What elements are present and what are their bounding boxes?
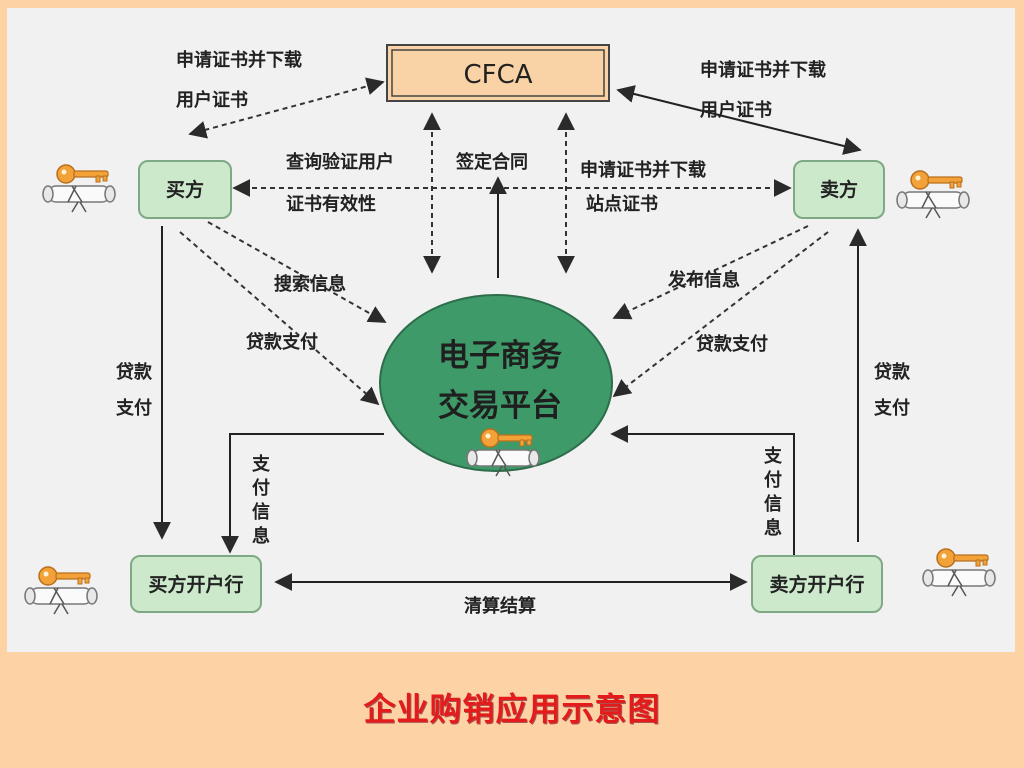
pay-info-right-char: 信 [764,493,782,515]
seller-bank-key-certificate-icon [922,548,996,597]
left-loan-pay-label-line2: 支付 [115,397,152,419]
verify-label-line2: 证书有效性 [286,193,376,215]
buyer-bank-node: 买方开户行 [130,555,262,613]
verify-label-line1: 查询验证用户 [286,151,394,173]
platform-label-line1: 电子商务 [438,338,562,374]
seller-loan-pay-arrow [612,231,829,398]
publish-info-label: 发布信息 [667,269,740,291]
platform-node: 电子商务 交易平台 [379,294,613,472]
seller-cert-label-line2: 用户证书 [700,99,772,121]
seller-bank-label: 卖方开户行 [769,573,864,596]
buyer-loan-pay-arrow [179,231,380,406]
cfca-seller-arrow [616,85,862,155]
page-title: 企业购销应用示意图 [363,690,661,728]
platform-label-line2: 交易平台 [438,388,562,424]
seller-loan-pay-label: 贷款支付 [696,333,768,355]
cfca-buyer-arrow [188,77,385,139]
pay-info-right-char: 支 [763,445,783,467]
seller-node: 卖方 [793,160,885,219]
pay-info-left-char: 信 [252,501,270,523]
buyer-bank-label: 买方开户行 [148,573,243,596]
cfca-label: CFCA [463,60,532,90]
pay-info-left-char: 支 [251,453,271,475]
buyer-node: 买方 [138,160,232,219]
left-loan-pay-label-line1: 贷款 [116,361,153,383]
pay-info-left-char: 息 [252,525,270,547]
pay-info-left-char: 付 [252,477,270,499]
seller-label: 卖方 [820,178,858,201]
seller-bank-node: 卖方开户行 [751,555,883,613]
cfca-node: CFCA [386,44,610,102]
clearing-label: 清算结算 [464,595,536,617]
buyer-bank-key-certificate-icon [24,566,98,615]
site-cert-label-line1: 申请证书并下载 [580,159,706,181]
buyer-key-certificate-icon [42,164,116,213]
buyer-label: 买方 [166,178,204,201]
seller-cert-label-line1: 申请证书并下载 [700,59,826,81]
right-loan-pay-label-line2: 支付 [873,397,910,419]
right-loan-pay-label-line1: 贷款 [874,361,911,383]
search-info-label: 搜索信息 [274,273,346,295]
seller-key-certificate-icon [896,170,970,219]
buyer-loan-pay-label: 贷款支付 [246,331,318,353]
pay-info-right-arrow [610,425,795,560]
pay-info-left-arrow [221,433,384,554]
buyer-cert-label-line2: 用户证书 [176,89,248,111]
site-cert-label-line2: 站点证书 [586,193,658,215]
pay-info-right-char: 付 [764,469,782,491]
search-info-arrow [207,221,387,323]
pay-info-right-char: 息 [764,517,782,539]
sign-contract-label: 签定合同 [455,151,528,173]
buyer-cert-label-line1: 申请证书并下载 [176,49,302,71]
